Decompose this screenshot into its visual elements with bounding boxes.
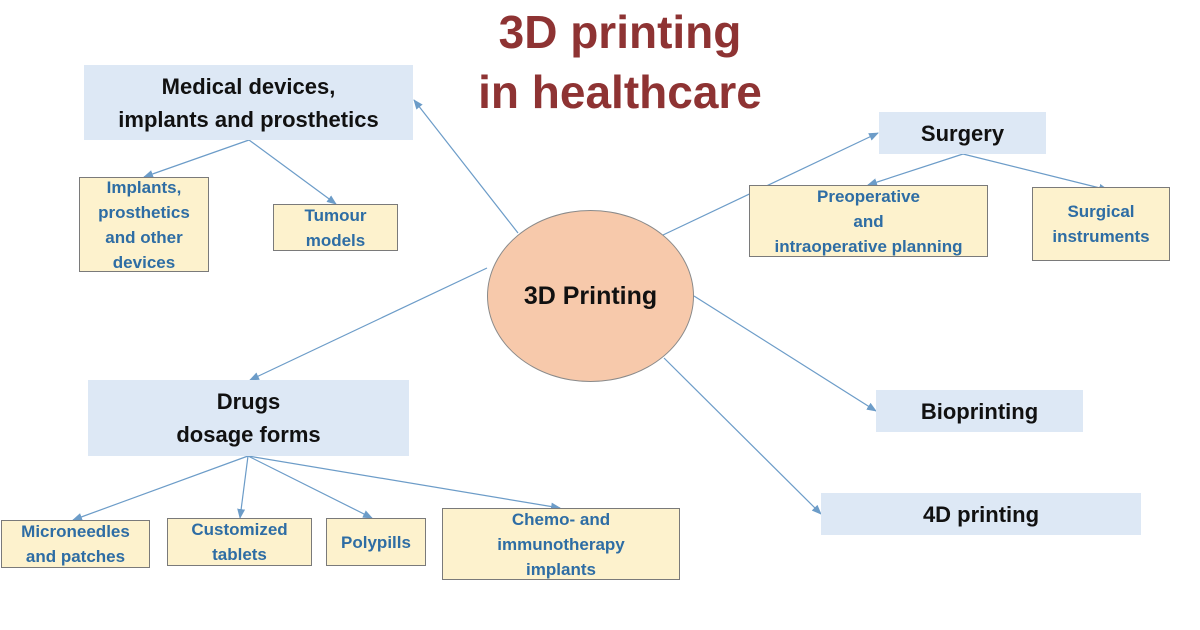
arrow-hub-to-drugs [249, 267, 488, 381]
leaf-implants-label: Implants, prosthetics and other devices [98, 177, 190, 272]
category-medical-devices-label: Medical devices, implants and prosthetic… [118, 73, 379, 132]
arrow-hub-to-medical [413, 99, 519, 234]
leaf-tumour-models: Tumour models [273, 204, 398, 251]
category-surgery: Surgery [879, 112, 1046, 154]
title-line-2: in healthcare [478, 66, 762, 118]
leaf-chemo-implants-label: Chemo- and immunotherapy implants [497, 509, 625, 579]
arrow-drugs-to-polypills [247, 455, 373, 519]
leaf-customized-tablets: Customized tablets [167, 518, 312, 566]
category-drugs-label: Drugs dosage forms [176, 389, 321, 447]
arrow-drugs-to-microneedles [72, 455, 249, 521]
leaf-customized-tablets-label: Customized tablets [191, 520, 288, 564]
arrow-drugs-to-tablets [237, 455, 249, 519]
leaf-surgical-instruments: Surgical instruments [1032, 187, 1170, 261]
title-line-1: 3D printing [498, 6, 742, 58]
category-bioprinting-label: Bioprinting [920, 398, 1039, 424]
category-4d-printing-label: 4D printing [922, 501, 1040, 527]
arrow-hub-to-4d [663, 357, 822, 515]
arrow-hub-to-bioprinting [693, 295, 877, 412]
leaf-surgical-instruments-label: Surgical instruments [1052, 202, 1150, 246]
arrow-surgery-to-preoperative [867, 153, 964, 187]
category-bioprinting: Bioprinting [876, 390, 1083, 432]
arrow-medical-to-implants [143, 139, 250, 178]
leaf-polypills-label: Polypills [341, 532, 411, 552]
leaf-implants: Implants, prosthetics and other devices [79, 177, 209, 272]
arrow-drugs-to-chemo [247, 455, 561, 511]
leaf-preoperative-planning-label: Preoperative and intraoperative planning [774, 186, 963, 256]
leaf-polypills: Polypills [326, 518, 426, 566]
arrow-surgery-to-surgical [962, 153, 1109, 192]
arrow-medical-to-tumour [248, 139, 337, 205]
leaf-tumour-models-label: Tumour models [304, 205, 367, 250]
leaf-microneedles-label: Microneedles and patches [21, 522, 130, 566]
category-4d-printing: 4D printing [821, 493, 1141, 535]
leaf-microneedles: Microneedles and patches [1, 520, 150, 568]
category-drugs: Drugs dosage forms [88, 380, 409, 456]
leaf-preoperative-planning: Preoperative and intraoperative planning [749, 185, 988, 257]
leaf-chemo-implants: Chemo- and immunotherapy implants [442, 508, 680, 580]
hub-label: 3D Printing [523, 281, 658, 310]
diagram-title: 3D printing in healthcare [420, 2, 820, 122]
arrow-hub-to-surgery [662, 132, 879, 236]
category-medical-devices: Medical devices, implants and prosthetic… [84, 65, 413, 140]
category-surgery-label: Surgery [920, 120, 1005, 146]
hub-node: 3D Printing [487, 210, 694, 382]
